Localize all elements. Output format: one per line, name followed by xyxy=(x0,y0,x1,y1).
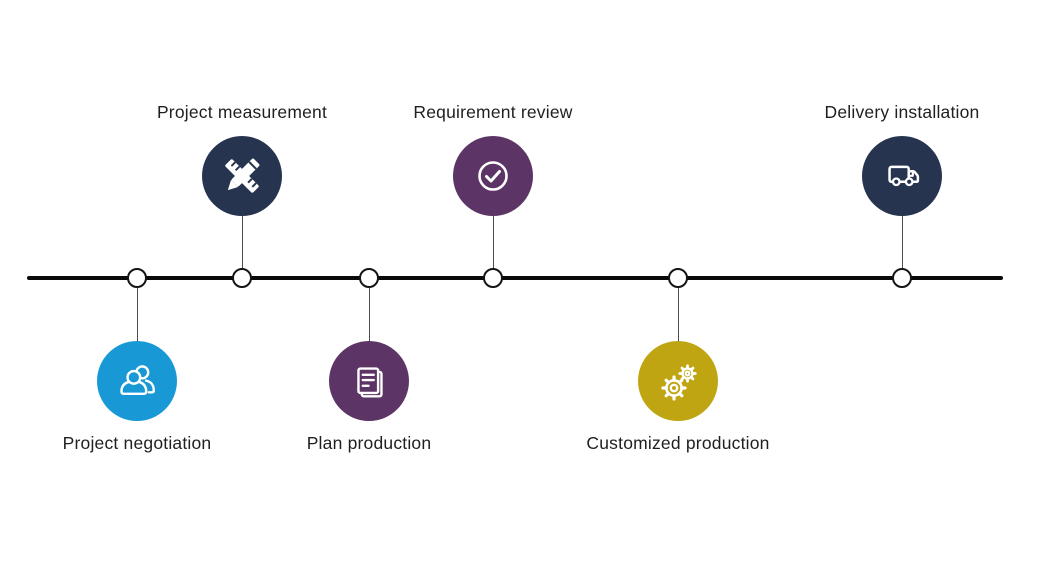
timeline-node xyxy=(127,268,147,288)
timeline-node xyxy=(232,268,252,288)
step-icon-circle-customized-production xyxy=(638,341,718,421)
timeline-node xyxy=(668,268,688,288)
step-label-customized-production: Customized production xyxy=(586,433,770,453)
step-icon-circle-project-negotiation xyxy=(97,341,177,421)
timeline-node xyxy=(892,268,912,288)
ruler-pencil-icon xyxy=(225,158,260,193)
people-icon xyxy=(120,365,155,396)
connector-line xyxy=(493,215,494,268)
connector-line xyxy=(242,215,243,268)
documents-icon xyxy=(357,367,383,398)
step-icon-circle-delivery-installation xyxy=(862,136,942,216)
connector-line xyxy=(369,288,370,342)
step-icon-circle-project-measurement xyxy=(202,136,282,216)
truck-icon xyxy=(888,165,920,187)
step-icon-circle-plan-production xyxy=(329,341,409,421)
connector-line xyxy=(678,288,679,342)
timeline-line xyxy=(27,276,1003,280)
step-label-requirement-review: Requirement review xyxy=(413,102,573,122)
step-icon-circle-requirement-review xyxy=(453,136,533,216)
check-circle-icon xyxy=(478,161,508,191)
connector-line xyxy=(137,288,138,342)
step-label-plan-production: Plan production xyxy=(306,433,432,453)
timeline-node xyxy=(483,268,503,288)
step-label-delivery-installation: Delivery installation xyxy=(824,102,980,122)
gears-icon xyxy=(661,364,697,401)
step-label-project-negotiation: Project negotiation xyxy=(62,433,212,453)
step-label-project-measurement: Project measurement xyxy=(156,102,328,122)
connector-line xyxy=(902,215,903,268)
timeline-node xyxy=(359,268,379,288)
